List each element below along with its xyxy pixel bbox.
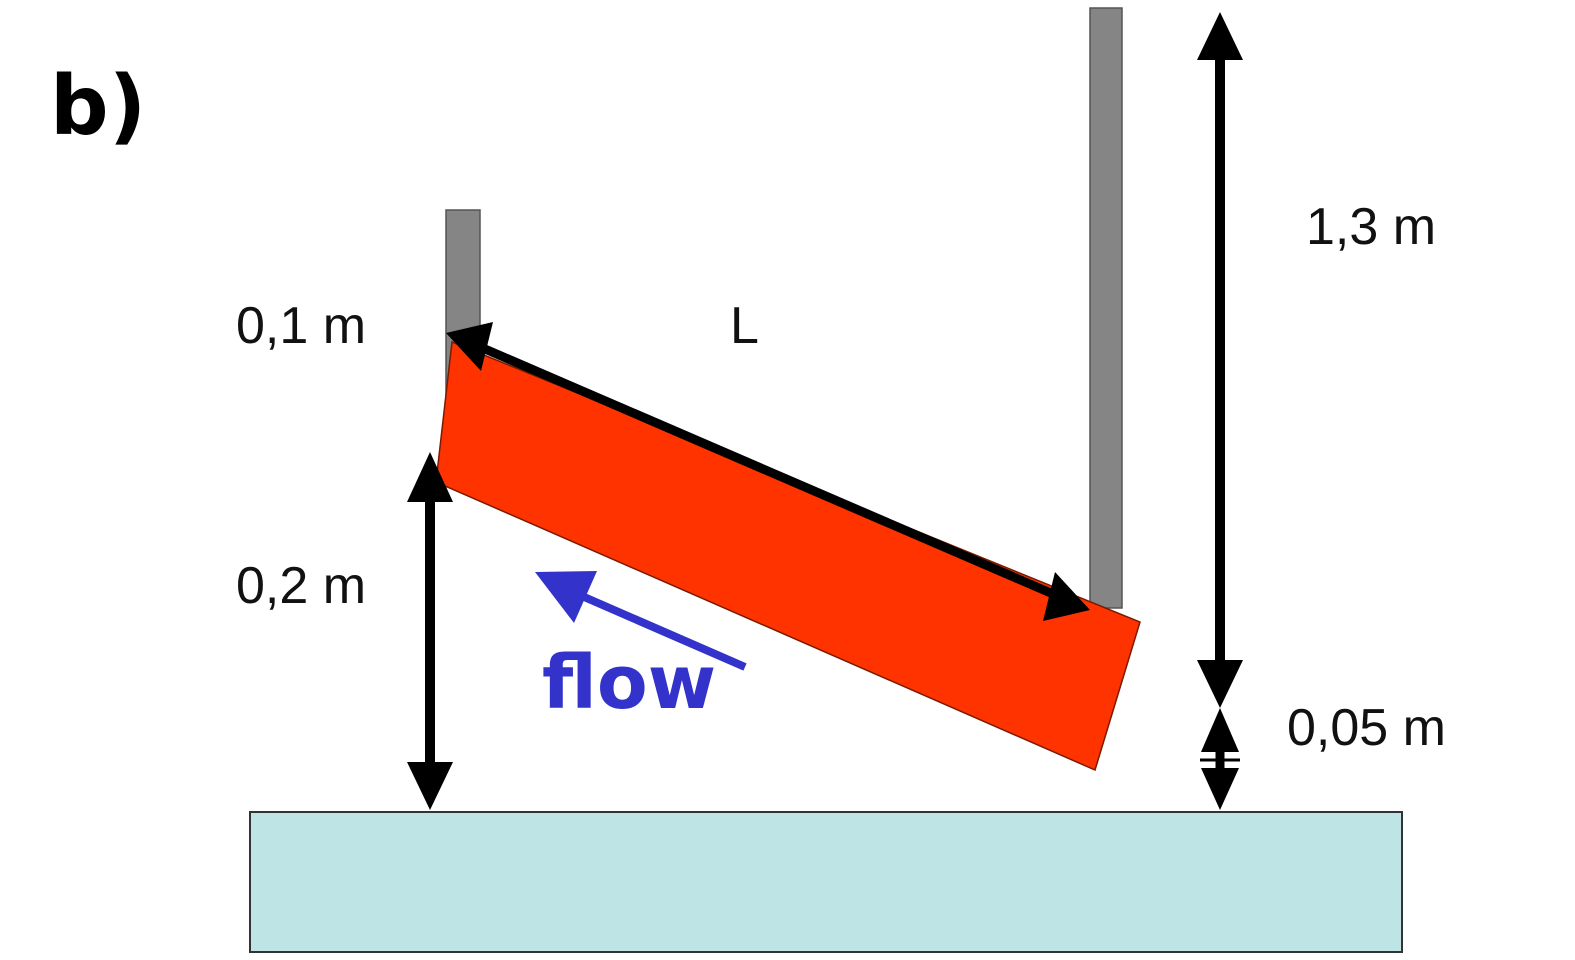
downstream-wall xyxy=(1089,7,1123,609)
bottom-gap-dimension-arrow xyxy=(1200,708,1240,810)
bottom-gap-label: 0,05 m xyxy=(1287,699,1446,757)
panel-label: b) xyxy=(50,59,146,154)
flow-label: flow xyxy=(542,640,716,726)
downstream-height-dimension-arrow xyxy=(1197,12,1243,708)
flow-arrow xyxy=(535,571,747,671)
clearance-dimension-arrow xyxy=(407,452,453,810)
channel-bed xyxy=(249,811,1403,953)
clearance-label: 0,2 m xyxy=(236,557,366,615)
length-label: L xyxy=(730,297,759,355)
length-dimension-arrow xyxy=(446,322,1090,621)
upstream-height-label: 0,1 m xyxy=(236,297,366,355)
downstream-height-label: 1,3 m xyxy=(1306,198,1436,256)
